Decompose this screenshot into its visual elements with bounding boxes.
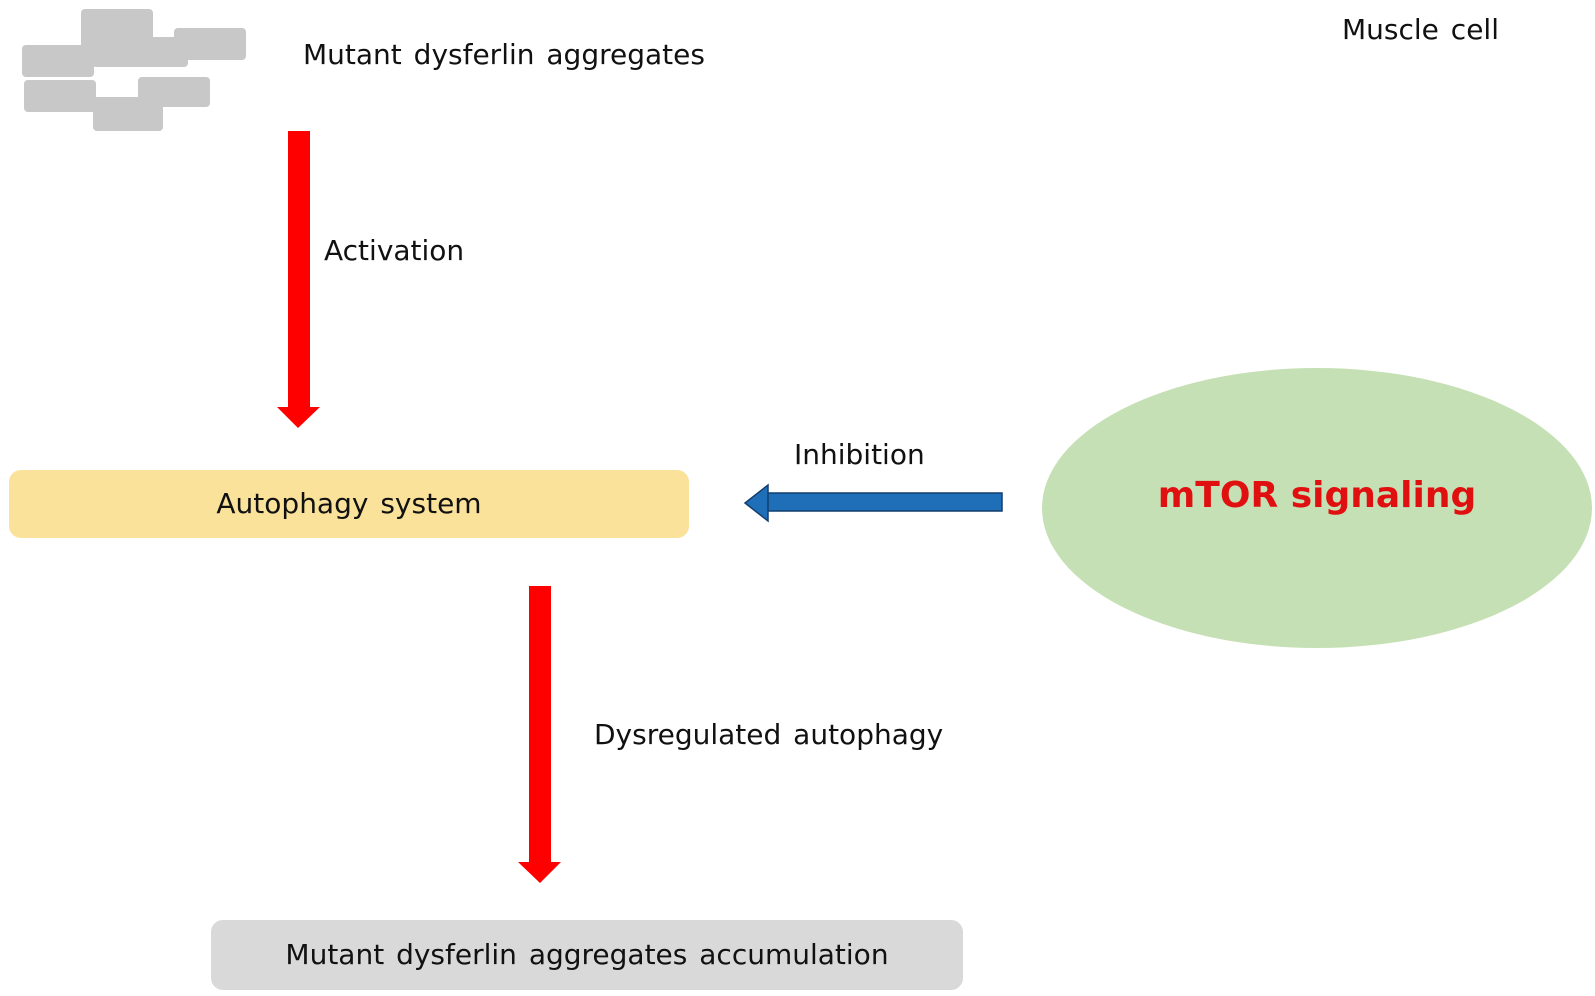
aggregates-label: Mutant dysferlin aggregates [303, 38, 705, 71]
accumulation-label: Mutant dysferlin aggregates accumulation [285, 938, 889, 971]
mtor-signaling-label: mTOR signaling [1157, 475, 1477, 516]
dysregulated-arrow [518, 586, 561, 883]
inhibition-label: Inhibition [794, 438, 925, 471]
inhibition-arrow [743, 483, 1003, 523]
autophagy-system-box: Autophagy system [9, 470, 689, 538]
autophagy-system-label: Autophagy system [216, 487, 482, 520]
dysregulated-label: Dysregulated autophagy [594, 718, 944, 751]
mtor-ellipse: mTOR signaling [1042, 368, 1592, 648]
muscle-cell-label: Muscle cell [1342, 13, 1499, 46]
activation-arrow [277, 131, 320, 428]
accumulation-box: Mutant dysferlin aggregates accumulation [211, 920, 963, 990]
aggregate-blocks-icon [22, 9, 246, 131]
activation-label: Activation [324, 234, 465, 267]
